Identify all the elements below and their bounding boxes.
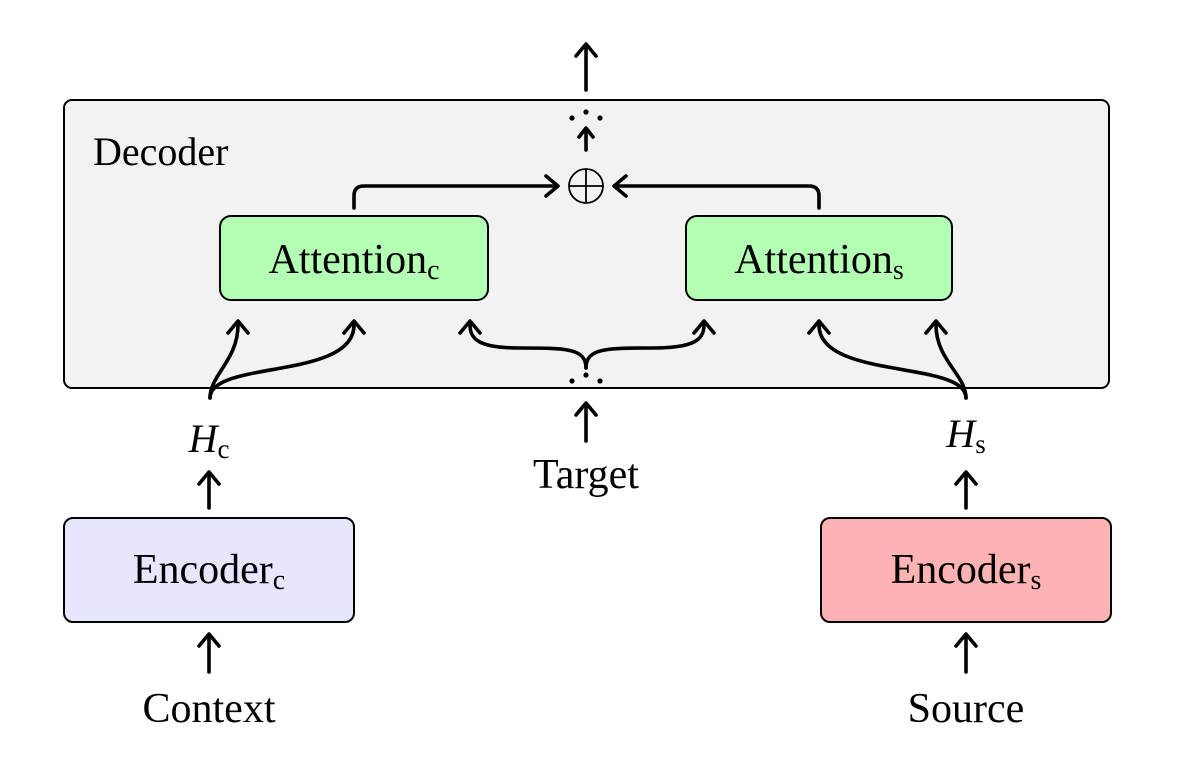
decoder-top-ellipsis — [569, 109, 603, 121]
attention-context-label: Attentionc — [268, 237, 439, 286]
source-to-encoder-arrow — [954, 632, 978, 674]
output-arrow — [574, 42, 598, 92]
target-input-label: Target — [533, 452, 639, 498]
encoder-context-to-hidden-arrow — [197, 470, 221, 510]
decoder-label: Decoder — [93, 129, 228, 174]
context-to-encoder-arrow — [197, 632, 221, 674]
attention-context-to-oplus-arrow — [352, 174, 560, 210]
attention-source-to-oplus-arrow — [612, 174, 821, 210]
oplus-output-arrow — [577, 126, 595, 152]
attention-source-box — [685, 215, 953, 301]
encoder-context-box — [63, 517, 355, 623]
encoder-source-label: Encoders — [891, 547, 1042, 596]
encoder-source-box — [820, 517, 1112, 623]
attention-context-box — [219, 215, 489, 301]
combine-oplus-symbol — [568, 168, 604, 204]
target-up-arrow — [574, 401, 598, 443]
hidden-context-to-attention-arrows — [208, 319, 366, 400]
decoder-box — [63, 99, 1110, 389]
source-input-label: Source — [908, 686, 1025, 732]
hidden-source-to-attention-arrows — [807, 319, 968, 400]
hidden-source-label: Hs — [945, 411, 985, 459]
attention-source-label: Attentions — [734, 237, 904, 286]
target-to-attention-arrows — [458, 319, 716, 370]
context-input-label: Context — [143, 686, 276, 732]
target-split-ellipsis — [569, 372, 603, 384]
encoder-source-to-hidden-arrow — [954, 470, 978, 510]
hidden-context-label: Hc — [188, 416, 230, 464]
encoder-context-label: Encoderc — [133, 547, 285, 596]
